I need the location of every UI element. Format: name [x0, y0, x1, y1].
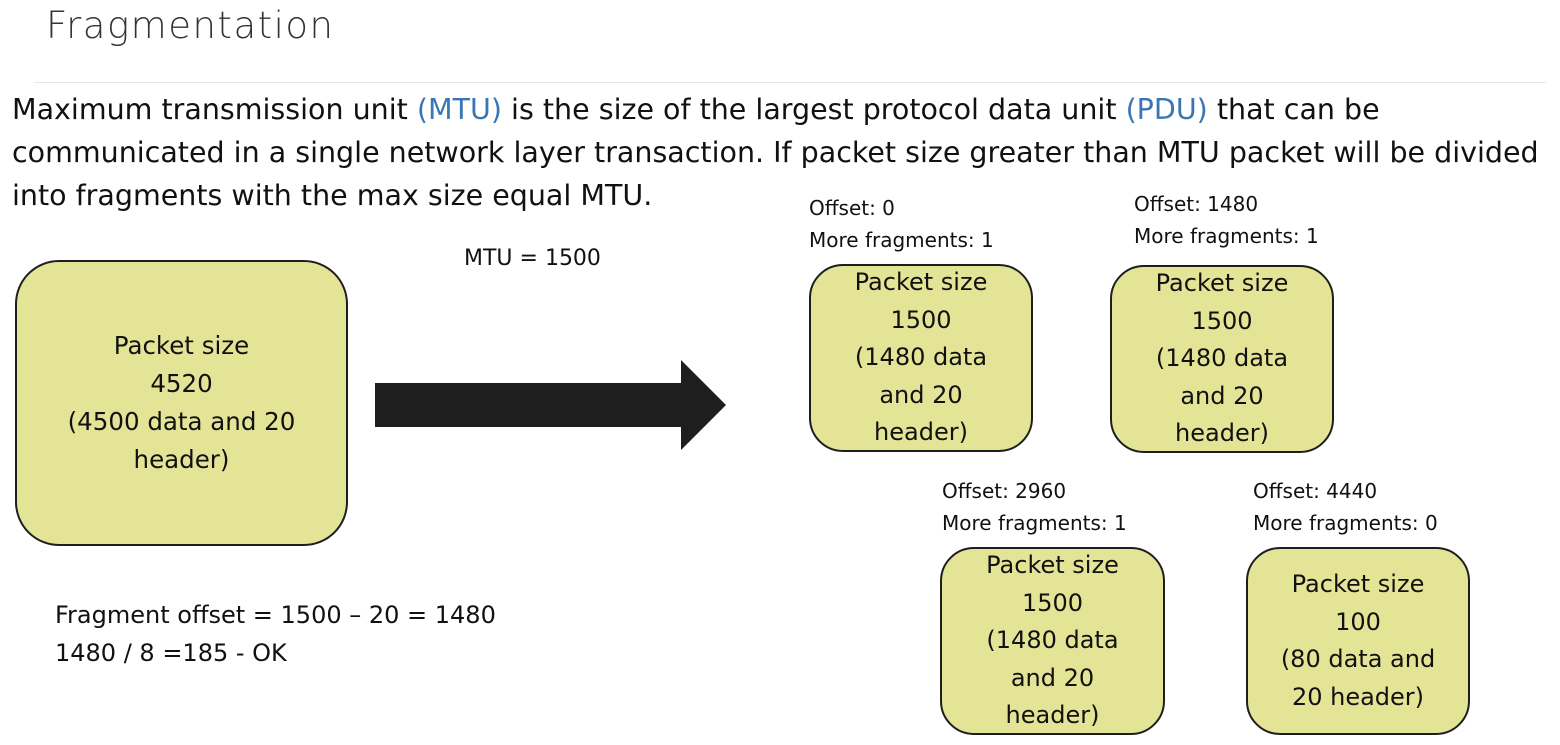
fragment-more-flag: More fragments: 1: [942, 511, 1127, 535]
fragment-more-flag: More fragments: 1: [809, 228, 994, 252]
packet-line: (1480 data: [1155, 344, 1289, 373]
fragment-more-flag: More fragments: 1: [1134, 224, 1319, 248]
fragment-2-text: Packet size 1500 (1480 data and 20 heade…: [1156, 265, 1289, 453]
fragment-4-text: Packet size 100 (80 data and 20 header): [1281, 566, 1435, 716]
packet-line: Packet size: [1291, 570, 1425, 598]
intro-text: Maximum transmission unit: [12, 93, 417, 126]
packet-line: Packet size: [113, 331, 250, 360]
fragment-3-meta: Offset: 2960 More fragments: 1: [942, 475, 1127, 539]
packet-line: and 20: [1180, 381, 1264, 410]
packet-line: header): [874, 418, 968, 447]
packet-line: 1500: [1191, 306, 1253, 335]
fragment-2-meta: Offset: 1480 More fragments: 1: [1134, 188, 1319, 252]
packet-line: header): [1005, 701, 1100, 730]
fragment-offset: Offset: 2960: [942, 479, 1067, 503]
packet-line: 1500: [1021, 588, 1084, 617]
packet-line: and 20: [1010, 663, 1095, 692]
original-packet-box: Packet size 4520 (4500 data and 20 heade…: [15, 260, 348, 546]
intro-text: that can be: [1207, 93, 1380, 126]
pdu-highlight: (PDU): [1125, 93, 1208, 126]
intro-line-1: Maximum transmission unit (MTU) is the s…: [12, 88, 1558, 131]
fragment-3-text: Packet size 1500 (1480 data and 20 heade…: [986, 547, 1119, 735]
packet-line: Packet size: [1155, 269, 1289, 298]
offset-calculation: Fragment offset = 1500 – 20 = 1480 1480 …: [55, 596, 496, 672]
packet-line: header): [133, 445, 230, 474]
fragment-offset: Offset: 1480: [1134, 192, 1259, 216]
packet-line: Packet size: [854, 268, 988, 297]
slide-title: Fragmentation: [46, 4, 335, 47]
intro-line-2: communicated in a single network layer t…: [12, 136, 1539, 169]
packet-line: (1480 data: [854, 343, 988, 372]
fragment-offset: Offset: 4440: [1253, 479, 1378, 503]
fragment-2-box: Packet size 1500 (1480 data and 20 heade…: [1110, 265, 1334, 453]
packet-line: (4500 data and 20: [67, 407, 296, 436]
packet-line: (80 data and: [1280, 645, 1436, 673]
fragment-1-text: Packet size 1500 (1480 data and 20 heade…: [855, 264, 988, 452]
packet-line: (1480 data: [986, 626, 1119, 655]
fragment-1-meta: Offset: 0 More fragments: 1: [809, 192, 994, 256]
packet-line: header): [1175, 419, 1269, 448]
intro-paragraph: Maximum transmission unit (MTU) is the s…: [12, 88, 1558, 217]
fragment-4-box: Packet size 100 (80 data and 20 header): [1246, 547, 1470, 735]
packet-line: 4520: [150, 369, 213, 398]
fragment-offset: Offset: 0: [809, 196, 895, 220]
right-arrow-icon: [375, 360, 726, 450]
title-divider: [34, 82, 1546, 83]
mtu-label: MTU = 1500: [464, 246, 601, 271]
fragment-4-meta: Offset: 4440 More fragments: 0: [1253, 475, 1438, 539]
packet-line: Packet size: [986, 551, 1119, 580]
packet-line: and 20: [879, 380, 963, 409]
intro-text: is the size of the largest protocol data…: [502, 93, 1126, 126]
fragment-1-box: Packet size 1500 (1480 data and 20 heade…: [809, 264, 1033, 452]
packet-line: 1500: [890, 305, 952, 334]
packet-line: 100: [1335, 607, 1381, 636]
calc-line-2: 1480 / 8 =185 - OK: [55, 639, 287, 667]
original-packet-text: Packet size 4520 (4500 data and 20 heade…: [68, 327, 296, 479]
mtu-highlight: (MTU): [416, 93, 502, 126]
fragment-more-flag: More fragments: 0: [1253, 511, 1438, 535]
fragment-3-box: Packet size 1500 (1480 data and 20 heade…: [940, 547, 1165, 735]
intro-line-3: into fragments with the max size equal M…: [12, 179, 653, 212]
calc-line-1: Fragment offset = 1500 – 20 = 1480: [55, 601, 496, 629]
packet-line: 20 header): [1291, 682, 1425, 711]
